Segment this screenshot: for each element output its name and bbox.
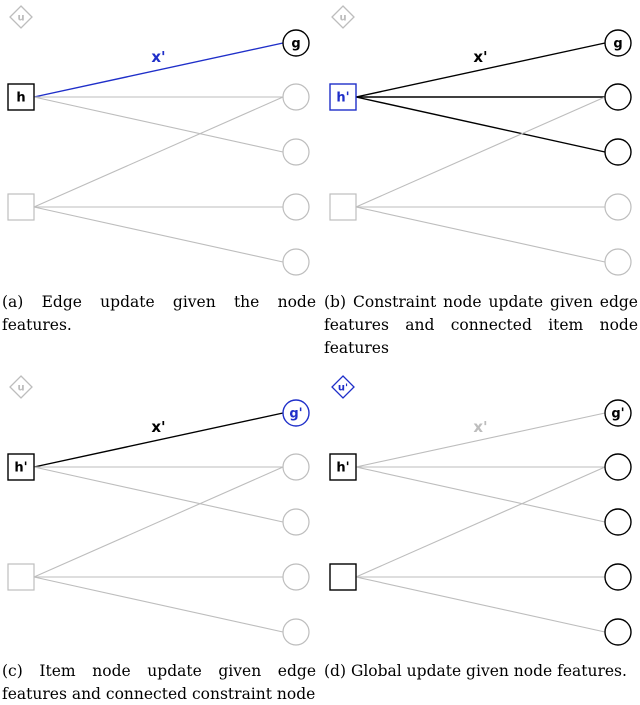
item-node-1: [282, 453, 310, 481]
edge-0-0: [33, 42, 284, 98]
edge-1-4: [355, 206, 606, 263]
constraint-node-1: [7, 193, 35, 221]
global-node-label: u: [17, 13, 24, 24]
edge-label: x': [151, 418, 165, 436]
constraint-node-0: [329, 453, 357, 481]
constraint-node-1: [329, 193, 357, 221]
panel-b: x' u h' g: [329, 5, 632, 276]
item-node-4: [282, 248, 310, 276]
edge-1-1: [355, 466, 606, 578]
global-node-label: u: [339, 13, 346, 24]
edge-0-0: [355, 412, 606, 468]
caption-a: (a) Edge update given the node features.: [2, 293, 316, 334]
panel-d: x' u' h' g': [329, 375, 632, 646]
edge-1-4: [33, 206, 284, 263]
edge-1-1: [33, 96, 284, 208]
constraint-node-1: [329, 563, 357, 591]
edge-label: x': [473, 418, 487, 436]
item-node-4: [604, 248, 632, 276]
item-node-0: [282, 399, 310, 427]
edge-1-1: [355, 96, 606, 208]
constraint-node-0: [7, 453, 35, 481]
item-node-label: g': [289, 407, 302, 422]
constraint-node-0: [7, 83, 35, 111]
global-node: [331, 5, 355, 29]
panel-c: x' u h' g': [7, 375, 310, 646]
item-node-2: [282, 508, 310, 536]
edge-1-4: [355, 576, 606, 633]
edge-label: x': [151, 48, 165, 66]
item-node-3: [604, 193, 632, 221]
caption-b: (b) Constraint node update given edge fe…: [324, 293, 638, 357]
item-node-0: [282, 29, 310, 57]
constraint-node-label: h: [16, 91, 25, 106]
item-node-label: g: [613, 37, 622, 52]
item-node-0: [604, 29, 632, 57]
item-node-1: [282, 83, 310, 111]
item-node-1: [604, 453, 632, 481]
item-node-3: [282, 563, 310, 591]
edge-0-2: [355, 466, 606, 523]
item-node-2: [604, 138, 632, 166]
item-node-3: [604, 563, 632, 591]
constraint-node-1: [7, 563, 35, 591]
item-node-2: [604, 508, 632, 536]
caption-c: (c) Item node update given edge features…: [2, 662, 316, 703]
item-node-4: [604, 618, 632, 646]
item-node-2: [282, 138, 310, 166]
item-node-4: [282, 618, 310, 646]
caption-d: (d) Global update given node features.: [324, 662, 627, 680]
item-node-label: g: [291, 37, 300, 52]
edge-1-4: [33, 576, 284, 633]
edge-0-2: [355, 96, 606, 153]
global-node: [9, 5, 33, 29]
panel-a: x' u h g: [7, 5, 310, 276]
constraint-node-label: h': [336, 91, 349, 106]
constraint-node-label: h': [336, 461, 349, 476]
edge-label: x': [473, 48, 487, 66]
item-node-0: [604, 399, 632, 427]
item-node-1: [604, 83, 632, 111]
global-node-label: u': [338, 383, 348, 394]
edge-0-0: [33, 412, 284, 468]
global-node-label: u: [17, 383, 24, 394]
constraint-node-0: [329, 83, 357, 111]
constraint-node-label: h': [14, 461, 27, 476]
edge-0-2: [33, 466, 284, 523]
item-node-label: g': [611, 407, 624, 422]
global-node: [331, 375, 355, 399]
item-node-3: [282, 193, 310, 221]
edge-0-0: [355, 42, 606, 98]
edge-1-1: [33, 466, 284, 578]
edge-0-2: [33, 96, 284, 153]
global-node: [9, 375, 33, 399]
